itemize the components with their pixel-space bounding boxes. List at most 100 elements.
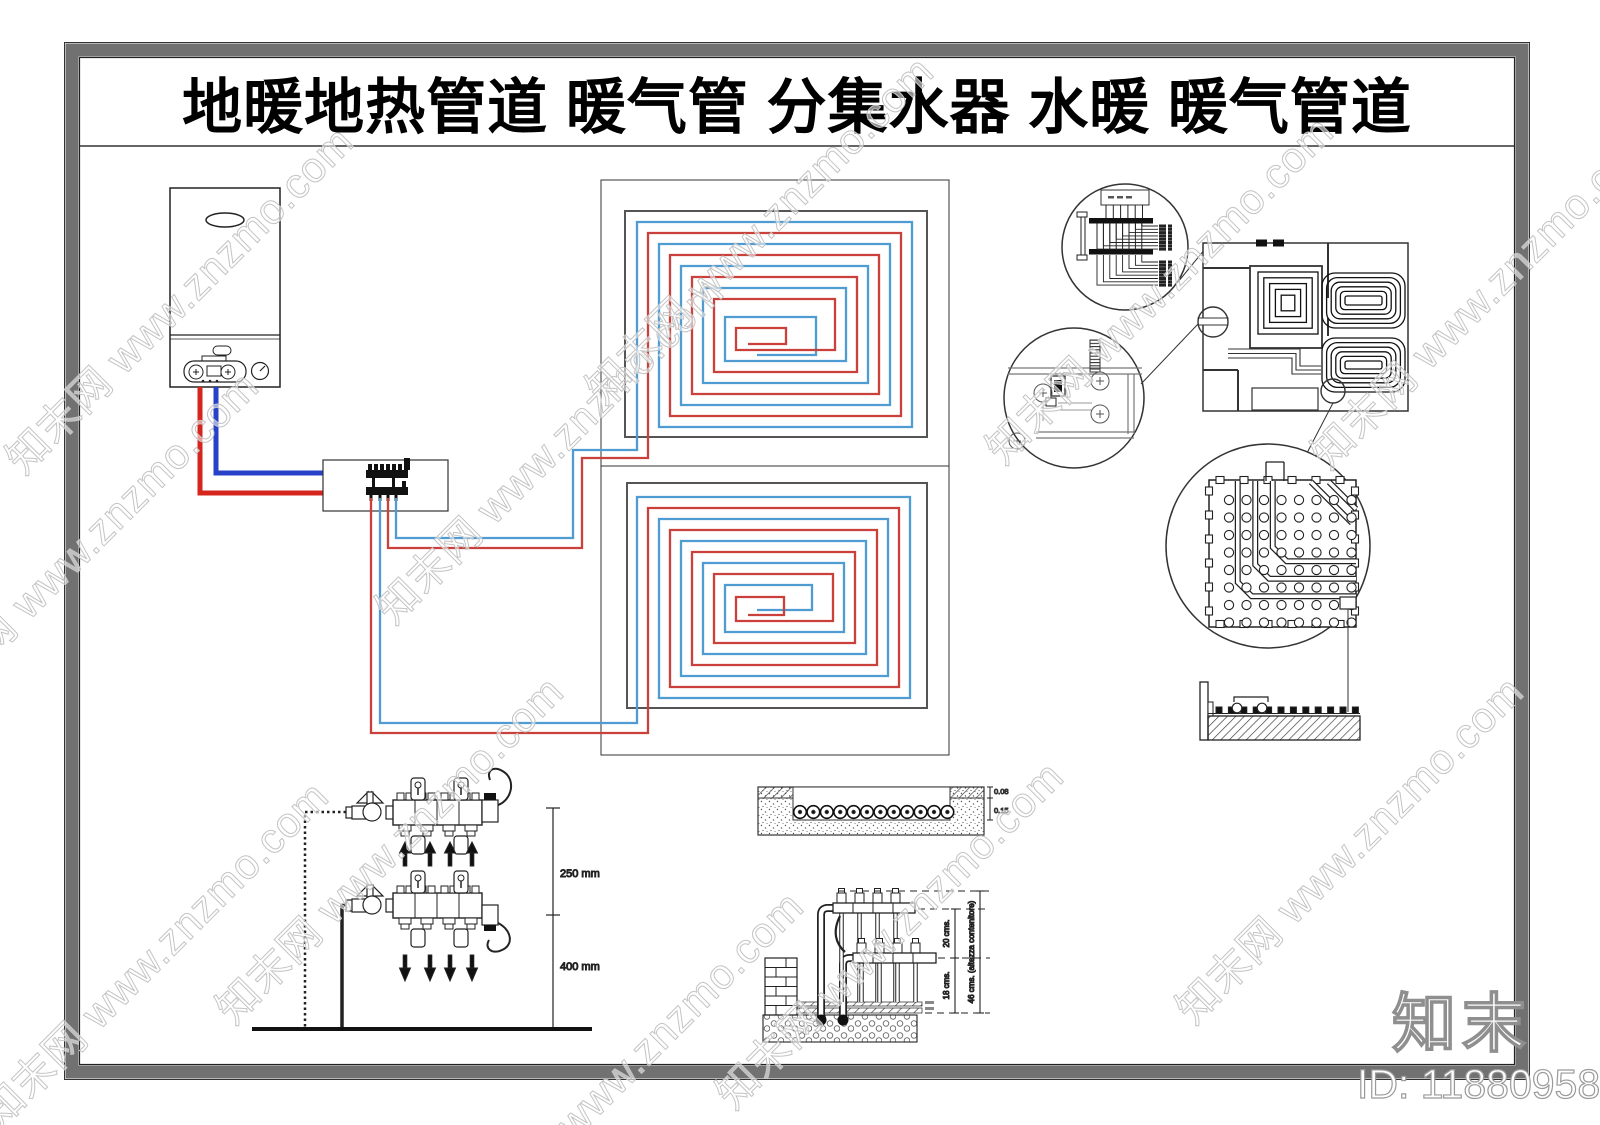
stud-icon bbox=[1241, 582, 1252, 593]
stud-icon bbox=[1311, 617, 1322, 628]
plan-coil bbox=[1274, 288, 1302, 318]
room-outline-lower bbox=[600, 465, 950, 756]
detail-circle-manifold-schematic bbox=[1061, 183, 1206, 311]
plan-coil bbox=[1330, 346, 1397, 384]
heating-zone-upper bbox=[624, 210, 928, 438]
stud-icon bbox=[1346, 494, 1357, 506]
stud-icon bbox=[1276, 599, 1287, 611]
stud-icon bbox=[1276, 512, 1287, 523]
stud-icon bbox=[1223, 582, 1235, 593]
wall-boiler bbox=[169, 187, 281, 388]
trench-cross-section: 0.08 0.15 bbox=[757, 786, 1009, 836]
stud-icon bbox=[1311, 529, 1322, 541]
stud-icon bbox=[1258, 564, 1270, 576]
manifold-assembly-detail: 250 mm 400 mm bbox=[252, 767, 600, 1031]
plan-coil bbox=[1325, 341, 1402, 389]
stud-icon bbox=[1276, 529, 1287, 541]
stud-icon bbox=[1223, 599, 1235, 611]
flex-hose bbox=[834, 915, 846, 953]
panel-cross-section bbox=[1199, 681, 1361, 741]
stud-icon bbox=[1311, 599, 1322, 611]
floor-plan bbox=[1197, 239, 1409, 454]
supply-line-solid bbox=[340, 903, 346, 1029]
boiler-vent-icon bbox=[205, 212, 245, 228]
dim-18cms: 18 cms. bbox=[942, 971, 951, 999]
flow-arrow-down-icon bbox=[465, 967, 479, 983]
stud-panel-detail-circle bbox=[1165, 443, 1371, 712]
pipe-section-icon bbox=[1256, 702, 1268, 714]
stud-icon bbox=[1223, 617, 1235, 628]
plan-coil bbox=[1330, 281, 1397, 320]
vent-hose-icon bbox=[488, 767, 513, 806]
detail-circle-plan-corner bbox=[1003, 323, 1199, 469]
stud-icon bbox=[1293, 529, 1305, 541]
stud-icon bbox=[1311, 494, 1322, 506]
stud-icon bbox=[1293, 582, 1305, 593]
plan-coil bbox=[1280, 294, 1296, 312]
dimension-line bbox=[546, 807, 560, 1029]
stud-icon bbox=[1346, 547, 1357, 558]
boiler-knob-icon bbox=[188, 364, 204, 380]
stud-icon bbox=[1276, 582, 1287, 593]
stud-icon bbox=[1293, 599, 1305, 611]
loop-lower-supply bbox=[369, 498, 901, 735]
stud-icon bbox=[1258, 529, 1270, 541]
stud-icon bbox=[1241, 529, 1252, 541]
installation-section: 20 cms. 18 cms. 46 cms. (altezza conteni… bbox=[762, 888, 990, 1043]
flow-arrow-down-icon bbox=[443, 967, 457, 983]
dim-015: 0.15 bbox=[994, 806, 1009, 815]
flow-arrow-down-icon bbox=[423, 967, 437, 983]
stud-icon bbox=[1346, 582, 1357, 593]
boiler-gauge-icon bbox=[250, 361, 270, 381]
stud-icon bbox=[1276, 547, 1287, 558]
stud-icon bbox=[1223, 512, 1235, 523]
manifold-bar-lower bbox=[852, 952, 937, 964]
stud-icon bbox=[1346, 529, 1357, 541]
stud-icon bbox=[1258, 617, 1270, 628]
plan-coil bbox=[1321, 337, 1406, 393]
stud-icon bbox=[1346, 564, 1357, 576]
stud-icon bbox=[1328, 547, 1340, 558]
stud-icon bbox=[1258, 512, 1270, 523]
stud-icon bbox=[1241, 547, 1252, 558]
stud-icon bbox=[1258, 494, 1270, 506]
loop-upper-supply bbox=[386, 231, 903, 550]
heating-loops bbox=[369, 220, 914, 735]
plan-coil bbox=[1344, 295, 1383, 306]
plan-coil bbox=[1344, 360, 1383, 370]
stud-icon bbox=[1276, 564, 1287, 576]
stud-icon bbox=[1311, 564, 1322, 576]
manifold-cabinet bbox=[322, 458, 449, 512]
plan-coil bbox=[1263, 277, 1313, 329]
plan-coil bbox=[1335, 351, 1392, 379]
heating-zone-lower bbox=[626, 482, 928, 709]
stud-icon bbox=[1328, 512, 1340, 523]
stud-icon bbox=[1293, 547, 1305, 558]
leader-line bbox=[1140, 323, 1199, 385]
stud-icon bbox=[1328, 494, 1340, 506]
leader-line bbox=[1306, 402, 1334, 454]
stud-icon bbox=[1293, 512, 1305, 523]
site-logo: 知末 bbox=[1392, 988, 1532, 1060]
ball-valve-icon bbox=[362, 802, 382, 822]
stud-icon bbox=[1328, 564, 1340, 576]
leader-line bbox=[1177, 248, 1206, 283]
stud-icon bbox=[1293, 564, 1305, 576]
plan-coil bbox=[1257, 271, 1319, 335]
stud-icon bbox=[1276, 617, 1287, 628]
loop-upper-return bbox=[394, 220, 914, 540]
ball-valve-icon bbox=[362, 895, 382, 915]
stud-icon bbox=[1223, 494, 1235, 506]
stud-icon bbox=[1258, 582, 1270, 593]
stud-icon bbox=[1223, 529, 1235, 541]
vent-hose-icon bbox=[486, 922, 511, 953]
manifold-bar-upper bbox=[832, 902, 916, 914]
plan-coil bbox=[1339, 290, 1388, 311]
flow-arrow-down-icon bbox=[398, 967, 412, 983]
plan-coil bbox=[1339, 355, 1388, 375]
image-id: ID: 1188095857 bbox=[1357, 1061, 1600, 1107]
dim-20cms: 20 cms. bbox=[942, 919, 951, 947]
stud-icon bbox=[1241, 599, 1252, 611]
stud-icon bbox=[1276, 494, 1287, 506]
